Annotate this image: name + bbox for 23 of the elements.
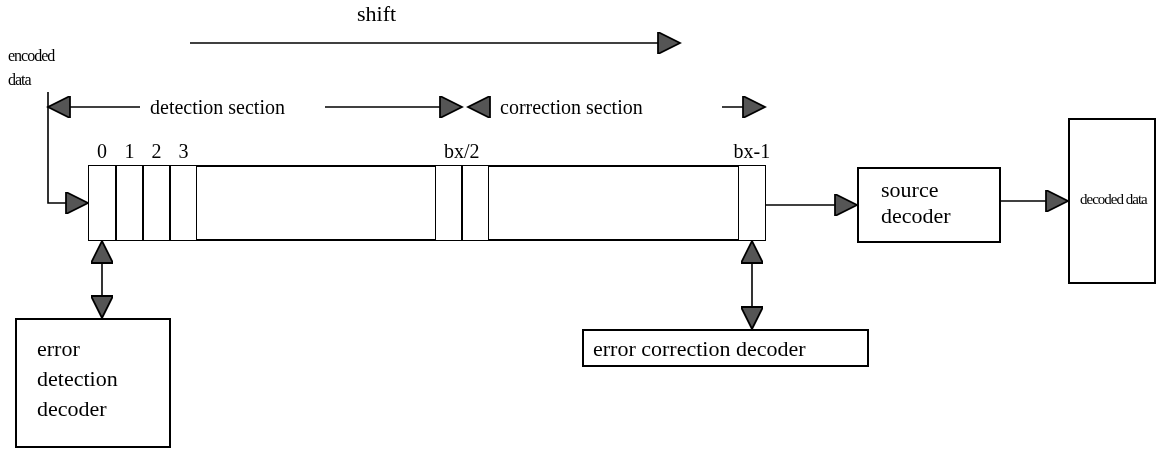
arrow (90, 240, 114, 319)
shift-register (88, 165, 766, 241)
output-box: decoded data (1068, 118, 1156, 284)
arrow (47, 91, 89, 215)
cell-index: 2 (151, 139, 162, 163)
register-cell (116, 165, 143, 241)
process-box: source decoder (857, 167, 1001, 243)
input-label: encoded data (8, 44, 72, 92)
register-cell (738, 165, 766, 241)
arrow (1000, 189, 1069, 213)
register-cell (462, 165, 489, 241)
cell-index: 1 (124, 139, 135, 163)
register-cell (435, 165, 462, 241)
arrow (765, 193, 858, 217)
cell-index: bx-1 (733, 139, 771, 163)
process-box: error correction decoder (582, 329, 869, 367)
process-box: error detection decoder (15, 318, 171, 448)
register-cell (170, 165, 197, 241)
arrow (740, 240, 764, 330)
register-cell (143, 165, 170, 241)
cell-index: 3 (178, 139, 189, 163)
register-cell (88, 165, 116, 241)
cell-index: 0 (97, 139, 107, 163)
